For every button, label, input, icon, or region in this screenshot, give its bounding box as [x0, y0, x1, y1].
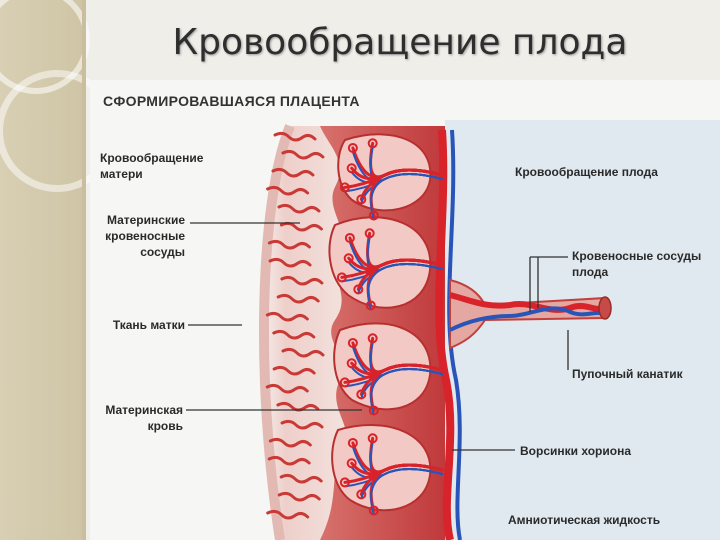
villus-tip	[347, 142, 358, 153]
label-line: Материнская	[105, 403, 183, 417]
label-maternal-blood: Материнская кровь	[90, 402, 183, 434]
label-line: кровеносные	[105, 229, 185, 243]
diagram-header: СФОРМИРОВАВШАЯСЯ ПЛАЦЕНТА	[103, 93, 360, 109]
villus-tip	[367, 433, 378, 444]
label-line: Кровообращение	[100, 151, 204, 165]
villus-tip	[368, 210, 379, 221]
villus-vein	[367, 263, 443, 311]
placenta-diagram	[186, 120, 720, 540]
maternal-vessel-streak	[277, 491, 321, 502]
villus-tip	[368, 505, 379, 516]
maternal-vessel-streak	[265, 311, 309, 322]
label-amniotic-fluid: Амниотическая жидкость	[508, 513, 661, 527]
label-maternal-vessels: Материнские кровеносные сосуды	[90, 212, 185, 260]
maternal-vessel-streak	[276, 293, 320, 304]
maternal-vessel-streak	[272, 365, 316, 376]
label-line: плода	[572, 265, 609, 279]
label-chorionic-villi: Ворсинки хориона	[520, 444, 632, 458]
maternal-vessel-streak	[268, 257, 312, 268]
maternal-vessel-streak	[265, 383, 309, 394]
umbilical-cord-end	[598, 296, 612, 320]
label-line: Кровеносные сосуды	[572, 249, 702, 263]
villus-tip	[367, 333, 378, 344]
maternal-vessel-streak	[273, 131, 317, 142]
decorative-stripe	[82, 0, 86, 540]
villus-tip	[346, 163, 357, 174]
maternal-vessel-streak	[279, 473, 323, 484]
maternal-vessel-streak	[268, 437, 312, 448]
villus-vein	[370, 368, 443, 416]
maternal-vessel-streak	[280, 275, 324, 286]
maternal-vessel-streak	[271, 167, 315, 178]
diagram-area: Кровообращение матери Материнские кровен…	[90, 80, 720, 540]
label-line: кровь	[147, 419, 183, 433]
maternal-vessel-streak	[281, 347, 325, 358]
label-fetal-circulation: Кровообращение плода	[515, 165, 658, 179]
maternal-vessel-streak	[272, 329, 316, 340]
maternal-vessel-streak	[280, 419, 324, 430]
villus-vein	[370, 468, 443, 516]
intervillous-spaces	[328, 133, 432, 512]
villus-vein	[370, 173, 443, 221]
slide-title: Кровообращение плода	[172, 22, 628, 63]
umbilical-artery	[449, 292, 607, 313]
label-umbilical-cord: Пупочный канатик	[572, 367, 683, 381]
villus-tip	[353, 284, 364, 295]
leader-lines	[186, 222, 569, 451]
maternal-vessel-streak	[277, 203, 321, 214]
villus-tip	[346, 458, 357, 469]
chorionic-vein	[447, 129, 462, 540]
uterine-wall-edge	[258, 124, 295, 540]
villus-tip	[336, 272, 347, 283]
decorative-side-panel	[0, 0, 118, 540]
villus-tip	[343, 253, 354, 264]
maternal-vessel-streak	[267, 455, 311, 466]
label-line: сосуды	[140, 245, 185, 259]
villus-tip	[339, 477, 350, 488]
villus-tip	[347, 337, 358, 348]
villus-tip	[346, 358, 357, 369]
amniotic-fluid-region	[445, 120, 720, 540]
villus-tip	[356, 194, 367, 205]
maternal-vessel-streaks	[265, 131, 325, 520]
villus-tip	[339, 377, 350, 388]
villus-tip	[356, 489, 367, 500]
villus-tip	[368, 405, 379, 416]
label-line: матери	[100, 167, 143, 181]
label-maternal-circulation: Кровообращение матери	[100, 150, 203, 182]
label-line: Материнские	[106, 213, 185, 227]
villus-tip	[347, 437, 358, 448]
chorionic-villi-vessels	[336, 138, 444, 516]
villus-tip	[367, 138, 378, 149]
maternal-vessel-streak	[266, 185, 310, 196]
villus-tip	[356, 389, 367, 400]
label-uterine-tissue: Ткань матки	[112, 318, 185, 332]
maternal-vessel-streak	[267, 239, 311, 250]
chorionic-artery	[435, 129, 455, 540]
label-fetal-vessels: Кровеносные сосуды плода	[572, 248, 701, 280]
villus-tip	[365, 300, 376, 311]
umbilical-vein	[449, 306, 606, 332]
villus-tip	[364, 228, 375, 239]
maternal-vessel-streak	[266, 509, 310, 520]
maternal-vessel-streak	[281, 149, 325, 160]
villus-tip	[344, 232, 355, 243]
villus-tip	[339, 182, 350, 193]
